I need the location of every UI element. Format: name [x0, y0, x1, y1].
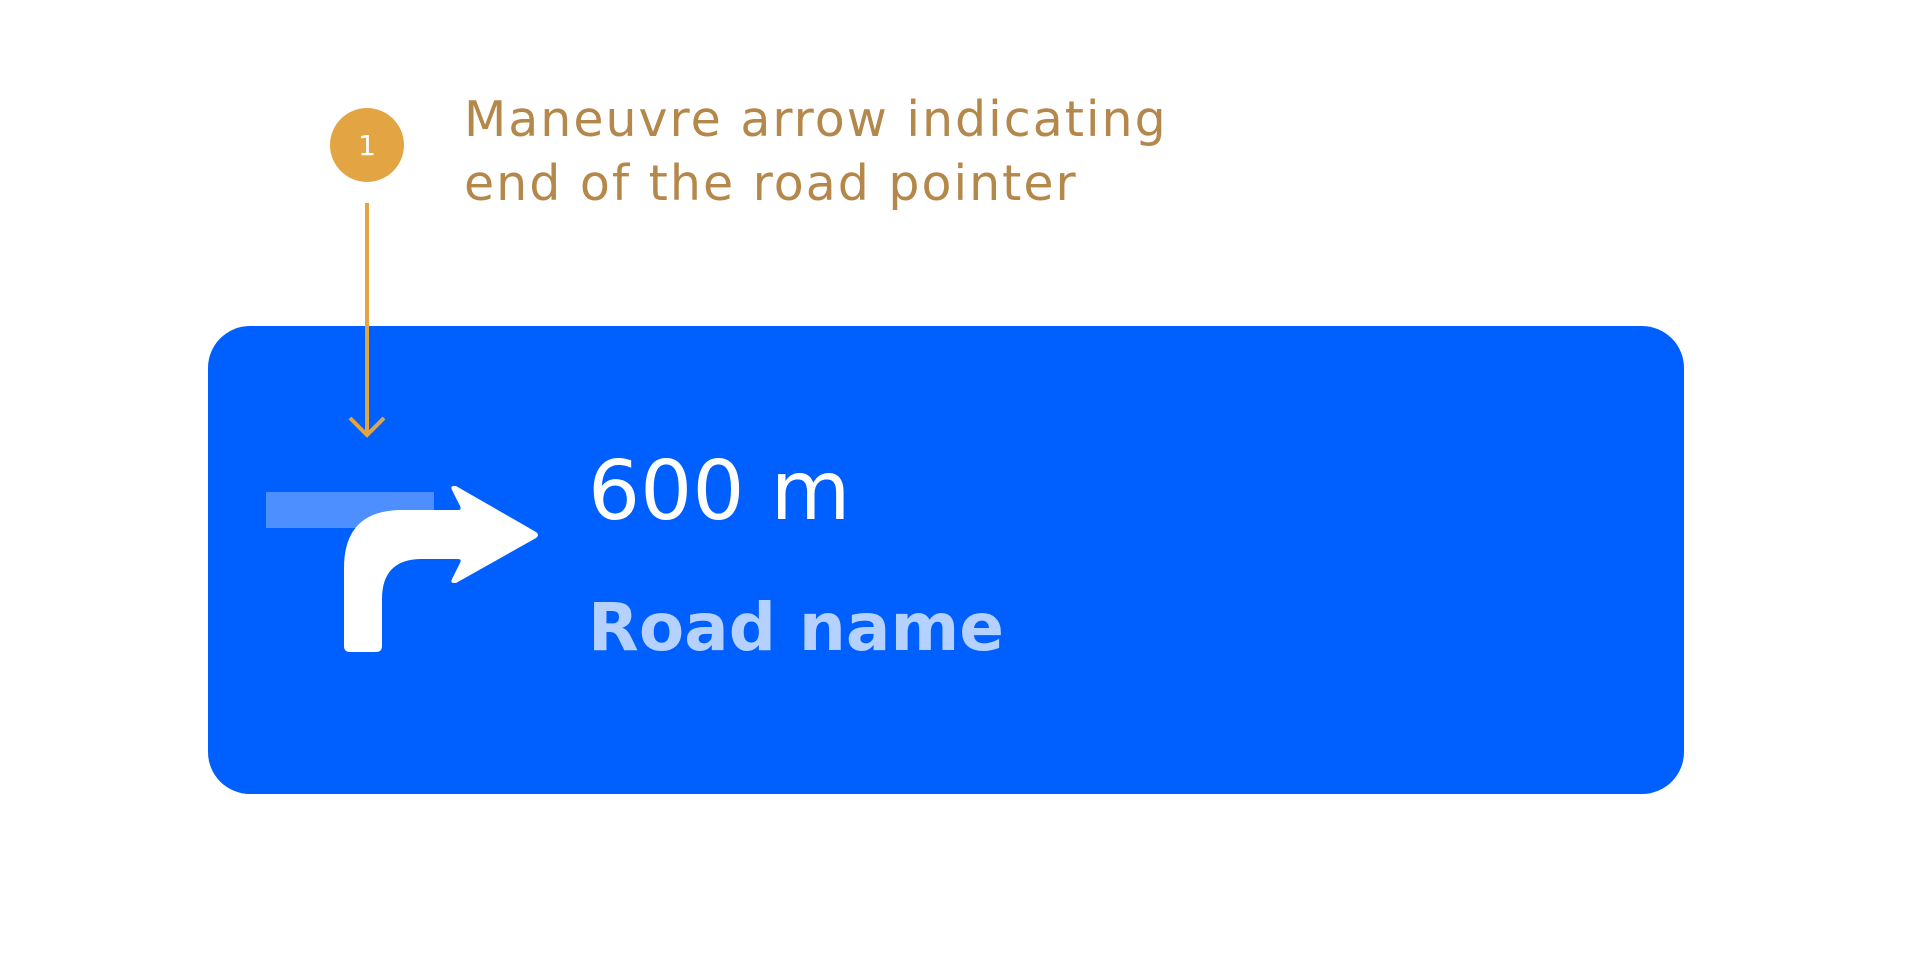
navigation-instruction-card: 600 m Road name — [208, 326, 1684, 794]
road-name: Road name — [588, 589, 1004, 666]
annotation-caption: Maneuvre arrow indicating end of the roa… — [464, 88, 1168, 216]
annotation-caption-line-1: Maneuvre arrow indicating — [464, 91, 1168, 148]
turn-right-arrow-shape — [344, 486, 538, 652]
annotation-caption-line-2: end of the road pointer — [464, 155, 1078, 212]
turn-right-arrow-icon — [344, 486, 538, 652]
distance-to-maneuver: 600 m — [588, 444, 851, 539]
annotation-number-badge: 1 — [330, 108, 404, 182]
